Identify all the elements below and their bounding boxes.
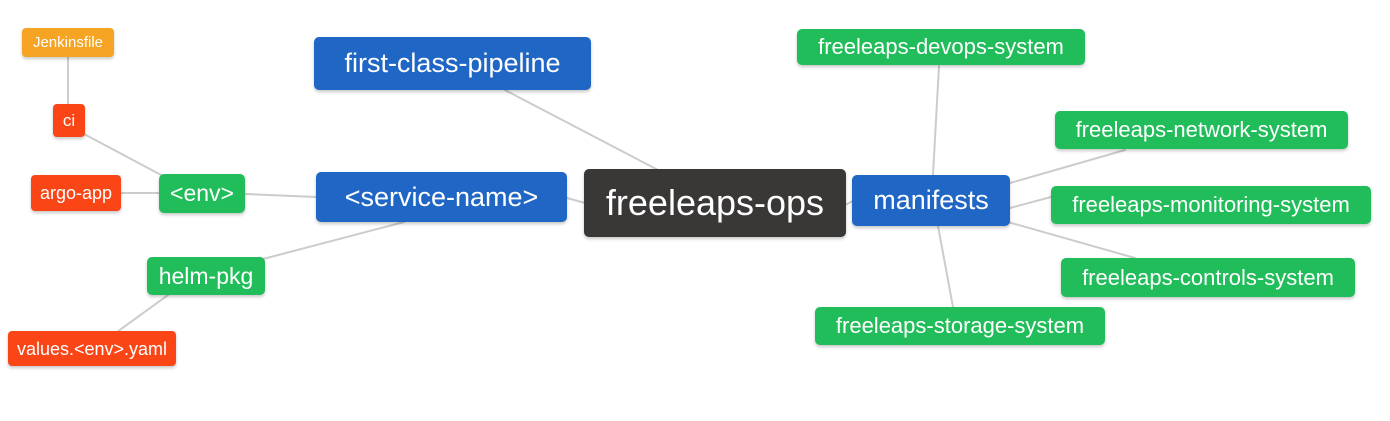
edge-ops-manifests [844, 200, 854, 206]
edge-manifests-monitoring [1009, 196, 1052, 209]
node-ci[interactable]: ci [53, 104, 85, 137]
edge-service-name-ops [566, 197, 586, 204]
node-controls-system[interactable]: freeleaps-controls-system [1061, 258, 1355, 297]
node-network-system[interactable]: freeleaps-network-system [1055, 111, 1348, 149]
node-values-env-yaml[interactable]: values.<env>.yaml [8, 331, 176, 366]
edge-manifests-controls [1007, 221, 1136, 259]
node-env[interactable]: <env> [159, 174, 245, 213]
edge-manifests-devops [932, 65, 940, 176]
edge-helm-pkg-values [116, 294, 169, 333]
node-monitoring-system[interactable]: freeleaps-monitoring-system [1051, 186, 1371, 224]
edge-service-name-helm-pkg [262, 221, 405, 260]
edge-manifests-storage [937, 225, 954, 308]
node-storage-system[interactable]: freeleaps-storage-system [815, 307, 1105, 345]
edge-pipeline-freeleaps-ops [504, 89, 659, 171]
node-jenkinsfile[interactable]: Jenkinsfile [22, 28, 114, 57]
node-helm-pkg[interactable]: helm-pkg [147, 257, 265, 295]
node-devops-system[interactable]: freeleaps-devops-system [797, 29, 1085, 65]
node-first-class-pipeline[interactable]: first-class-pipeline [314, 37, 591, 90]
node-freeleaps-ops[interactable]: freeleaps-ops [584, 169, 846, 237]
edge-env-service-name [244, 193, 317, 198]
node-manifests[interactable]: manifests [852, 175, 1010, 226]
edge-manifests-network [1009, 149, 1126, 184]
node-argo-app[interactable]: argo-app [31, 175, 121, 211]
edge-ci-env [83, 133, 164, 177]
node-service-name[interactable]: <service-name> [316, 172, 567, 222]
